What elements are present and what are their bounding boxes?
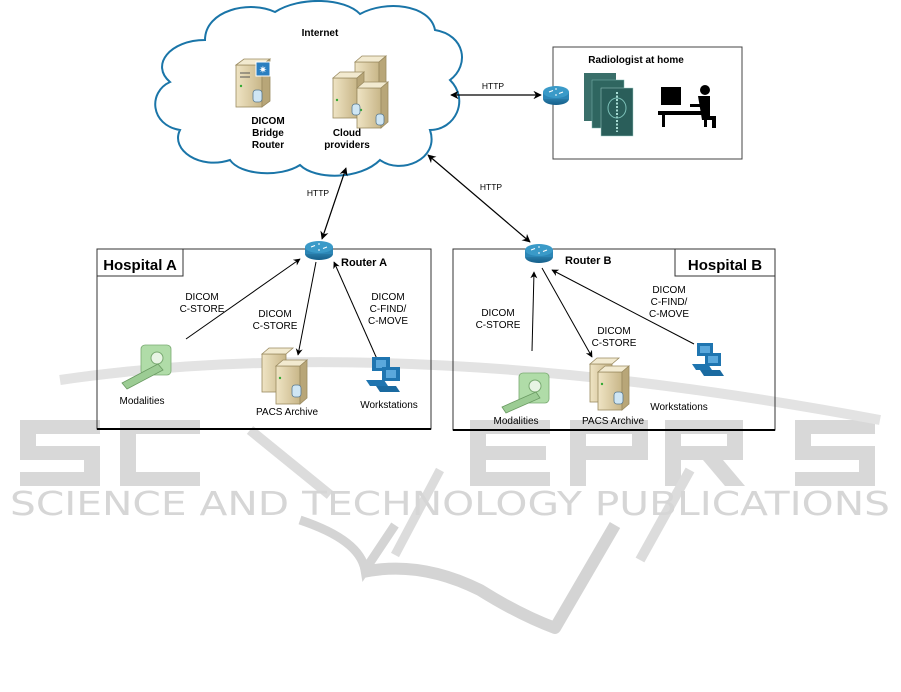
hospital-b-pacs-link-label-2: C-STORE xyxy=(592,338,637,349)
hospital-a-modalities-label: Modalities xyxy=(119,396,164,407)
radiologist-router-icon xyxy=(543,86,569,105)
hospital-b-modality-icon xyxy=(501,372,550,414)
watermark-letter-p xyxy=(570,420,648,486)
dicom-bridge-label-1: DICOM xyxy=(251,116,284,127)
hospital-b-pacs-link-label-1: DICOM xyxy=(597,326,630,337)
cloud-providers-label-1: Cloud xyxy=(333,128,361,139)
hospital-b-modalities-link-label-1: DICOM xyxy=(481,308,514,319)
hospital-a-workstations-label: Workstations xyxy=(360,400,418,411)
svg-text:✷: ✷ xyxy=(259,65,267,76)
cloud-providers-label-2: providers xyxy=(324,140,370,151)
http-label-radiologist: HTTP xyxy=(482,81,505,91)
hospital-b-workstations-link-label-3: C-MOVE xyxy=(649,309,689,320)
hospital-a-pacs-link-label-2: C-STORE xyxy=(253,321,298,332)
hospital-b-title: Hospital B xyxy=(688,257,762,274)
cloud-providers-icon xyxy=(331,55,390,129)
hospital-b-pacs-icon xyxy=(588,357,631,411)
internet-cloud: Internet ✷ DICOM Bridge Router xyxy=(154,0,463,177)
dicom-bridge-label-2: Bridge xyxy=(252,128,284,139)
hospital-a-pacs-icon xyxy=(260,347,309,405)
watermark-letter-c xyxy=(120,420,200,486)
hospital-b-workstations-label: Workstations xyxy=(650,402,708,413)
watermark-tagline: SCIENCE AND TECHNOLOGY PUBLICATIONS xyxy=(10,484,890,523)
radiologist-title: Radiologist at home xyxy=(588,55,684,66)
hospital-a-workstations-icon xyxy=(366,357,400,392)
radiologist-workstation-icon xyxy=(658,85,716,128)
hospital-b-box: Hospital B xyxy=(452,248,776,431)
watermark-swoosh-right xyxy=(635,467,695,563)
hospital-a-box: Hospital A xyxy=(96,248,432,430)
hospital-b-pacs-link xyxy=(541,267,593,358)
hospital-b-modalities-link xyxy=(530,271,538,352)
http-label-router-b: HTTP xyxy=(480,182,503,192)
hospital-a-workstations-link xyxy=(333,261,378,360)
hospital-a-pacs-link-label-1: DICOM xyxy=(258,309,291,320)
watermark-letter-r xyxy=(665,420,745,486)
hospital-b-workstations-link xyxy=(551,269,695,345)
hospital-a-modalities-link-label-2: C-STORE xyxy=(180,304,225,315)
hospital-b-pacs-label: PACS Archive xyxy=(582,416,644,427)
http-link-router-a xyxy=(320,167,348,240)
watermark-letter-e xyxy=(470,420,550,486)
watermark-letter-s2 xyxy=(795,420,875,486)
http-link-router-b xyxy=(427,154,531,243)
hospital-a-workstations-link-label-3: C-MOVE xyxy=(368,316,408,327)
http-label-router-a: HTTP xyxy=(307,188,330,198)
dicom-bridge-router-icon: ✷ xyxy=(234,58,272,108)
hospital-a-pacs-label: PACS Archive xyxy=(256,407,318,418)
hospital-a-modality-icon xyxy=(121,344,172,390)
hospital-b-modalities-link-label-2: C-STORE xyxy=(476,320,521,331)
router-a-icon xyxy=(305,241,333,260)
hospital-a-pacs-link xyxy=(295,261,317,356)
cloud-shape xyxy=(154,0,463,177)
dicom-bridge-label-3: Router xyxy=(252,140,284,151)
router-b-icon xyxy=(525,244,553,263)
hospital-a-workstations-link-label-2: C-FIND/ xyxy=(370,304,407,315)
hospital-b-modalities-label: Modalities xyxy=(493,416,538,427)
xray-images-icon xyxy=(584,73,634,137)
hospital-b-workstations-link-label-2: C-FIND/ xyxy=(651,297,688,308)
hospital-a-workstations-link-label-1: DICOM xyxy=(371,292,404,303)
router-b-label: Router B xyxy=(565,255,612,267)
watermark-letter-s xyxy=(20,420,100,486)
cloud-title: Internet xyxy=(302,28,339,39)
watermark-swoosh-k xyxy=(246,426,334,499)
hospital-a-modalities-link xyxy=(185,258,301,340)
hospital-b-workstations-icon xyxy=(692,343,724,376)
radiologist-home-box: Radiologist at home xyxy=(552,46,743,160)
watermark-swoosh-mid xyxy=(391,467,444,558)
hospital-a-title: Hospital A xyxy=(103,257,177,274)
watermark-swoosh-bottom xyxy=(361,521,621,634)
router-a-label: Router A xyxy=(341,257,387,269)
hospital-a-modalities-link-label-1: DICOM xyxy=(185,292,218,303)
hospital-b-workstations-link-label-1: DICOM xyxy=(652,285,685,296)
